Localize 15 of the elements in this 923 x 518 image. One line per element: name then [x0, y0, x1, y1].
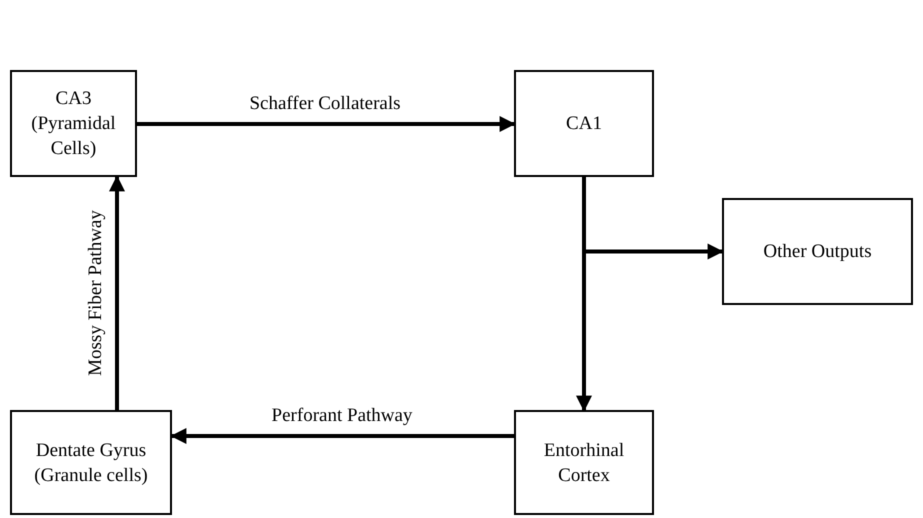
node-label: CA1: [565, 112, 603, 136]
node-label: Other Outputs: [762, 240, 873, 264]
process-box: [514, 70, 654, 177]
process-box: [10, 410, 172, 515]
arrow: [109, 175, 125, 410]
node-label: Entorhinal Cortex: [542, 438, 626, 488]
edge-label: Mossy Fiber Pathway: [85, 210, 107, 376]
process-box: [514, 410, 654, 515]
arrow: [137, 116, 516, 132]
node-label: Dentate Gyrus (Granule cells): [33, 438, 149, 488]
node-label: CA3 (Pyramidal Cells): [30, 87, 117, 161]
process-box: [10, 70, 137, 177]
process-box: [722, 198, 913, 305]
edge-label: Perforant Pathway: [272, 405, 412, 427]
arrow: [170, 428, 514, 444]
